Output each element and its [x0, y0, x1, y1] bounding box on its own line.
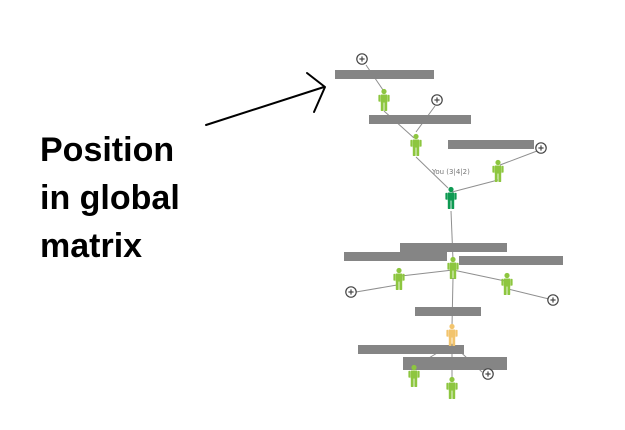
person-icon[interactable]: [501, 272, 513, 295]
redacted-name-bar: [369, 115, 471, 124]
person-icon[interactable]: [393, 267, 405, 290]
connector: [507, 288, 550, 300]
you-position-label: You (3|4|2): [432, 168, 470, 176]
caption-line: Position: [40, 131, 175, 169]
name-bars: [335, 70, 563, 370]
person-icon[interactable]: [410, 133, 422, 156]
redacted-name-bar: [344, 252, 447, 261]
expand-plus-icon[interactable]: [535, 142, 547, 154]
connector: [400, 269, 454, 277]
connector: [499, 150, 538, 166]
connector: [415, 156, 449, 189]
connector: [355, 284, 398, 293]
redacted-name-bar: [415, 307, 481, 316]
redacted-name-bar: [448, 140, 534, 149]
expand-plus-icon[interactable]: [356, 53, 368, 65]
connector: [451, 277, 454, 327]
person-icon[interactable]: [378, 88, 390, 111]
redacted-name-bar: [335, 70, 434, 79]
person-icon[interactable]: [446, 376, 458, 399]
connector: [452, 269, 506, 282]
redacted-name-bar: [400, 243, 507, 252]
redacted-name-bar: [403, 357, 507, 370]
expand-plus-icon[interactable]: [431, 94, 443, 106]
pointer-arrow: [205, 72, 326, 126]
caption-line: in global: [40, 179, 180, 217]
redacted-name-bar: [459, 256, 563, 265]
expand-plus-icon[interactable]: [482, 368, 494, 380]
caption-line: matrix: [40, 227, 143, 265]
you-person-icon[interactable]: [445, 186, 457, 209]
caption-text: Position in global matrix: [40, 126, 280, 270]
pending-person-icon[interactable]: [446, 323, 458, 346]
expand-buttons: [345, 53, 559, 380]
expand-plus-icon[interactable]: [345, 286, 357, 298]
connector: [450, 210, 454, 261]
connector: [451, 179, 499, 193]
expand-plus-icon[interactable]: [547, 294, 559, 306]
person-icon[interactable]: [492, 159, 504, 182]
redacted-name-bar: [358, 345, 464, 354]
person-icon[interactable]: [447, 256, 459, 279]
